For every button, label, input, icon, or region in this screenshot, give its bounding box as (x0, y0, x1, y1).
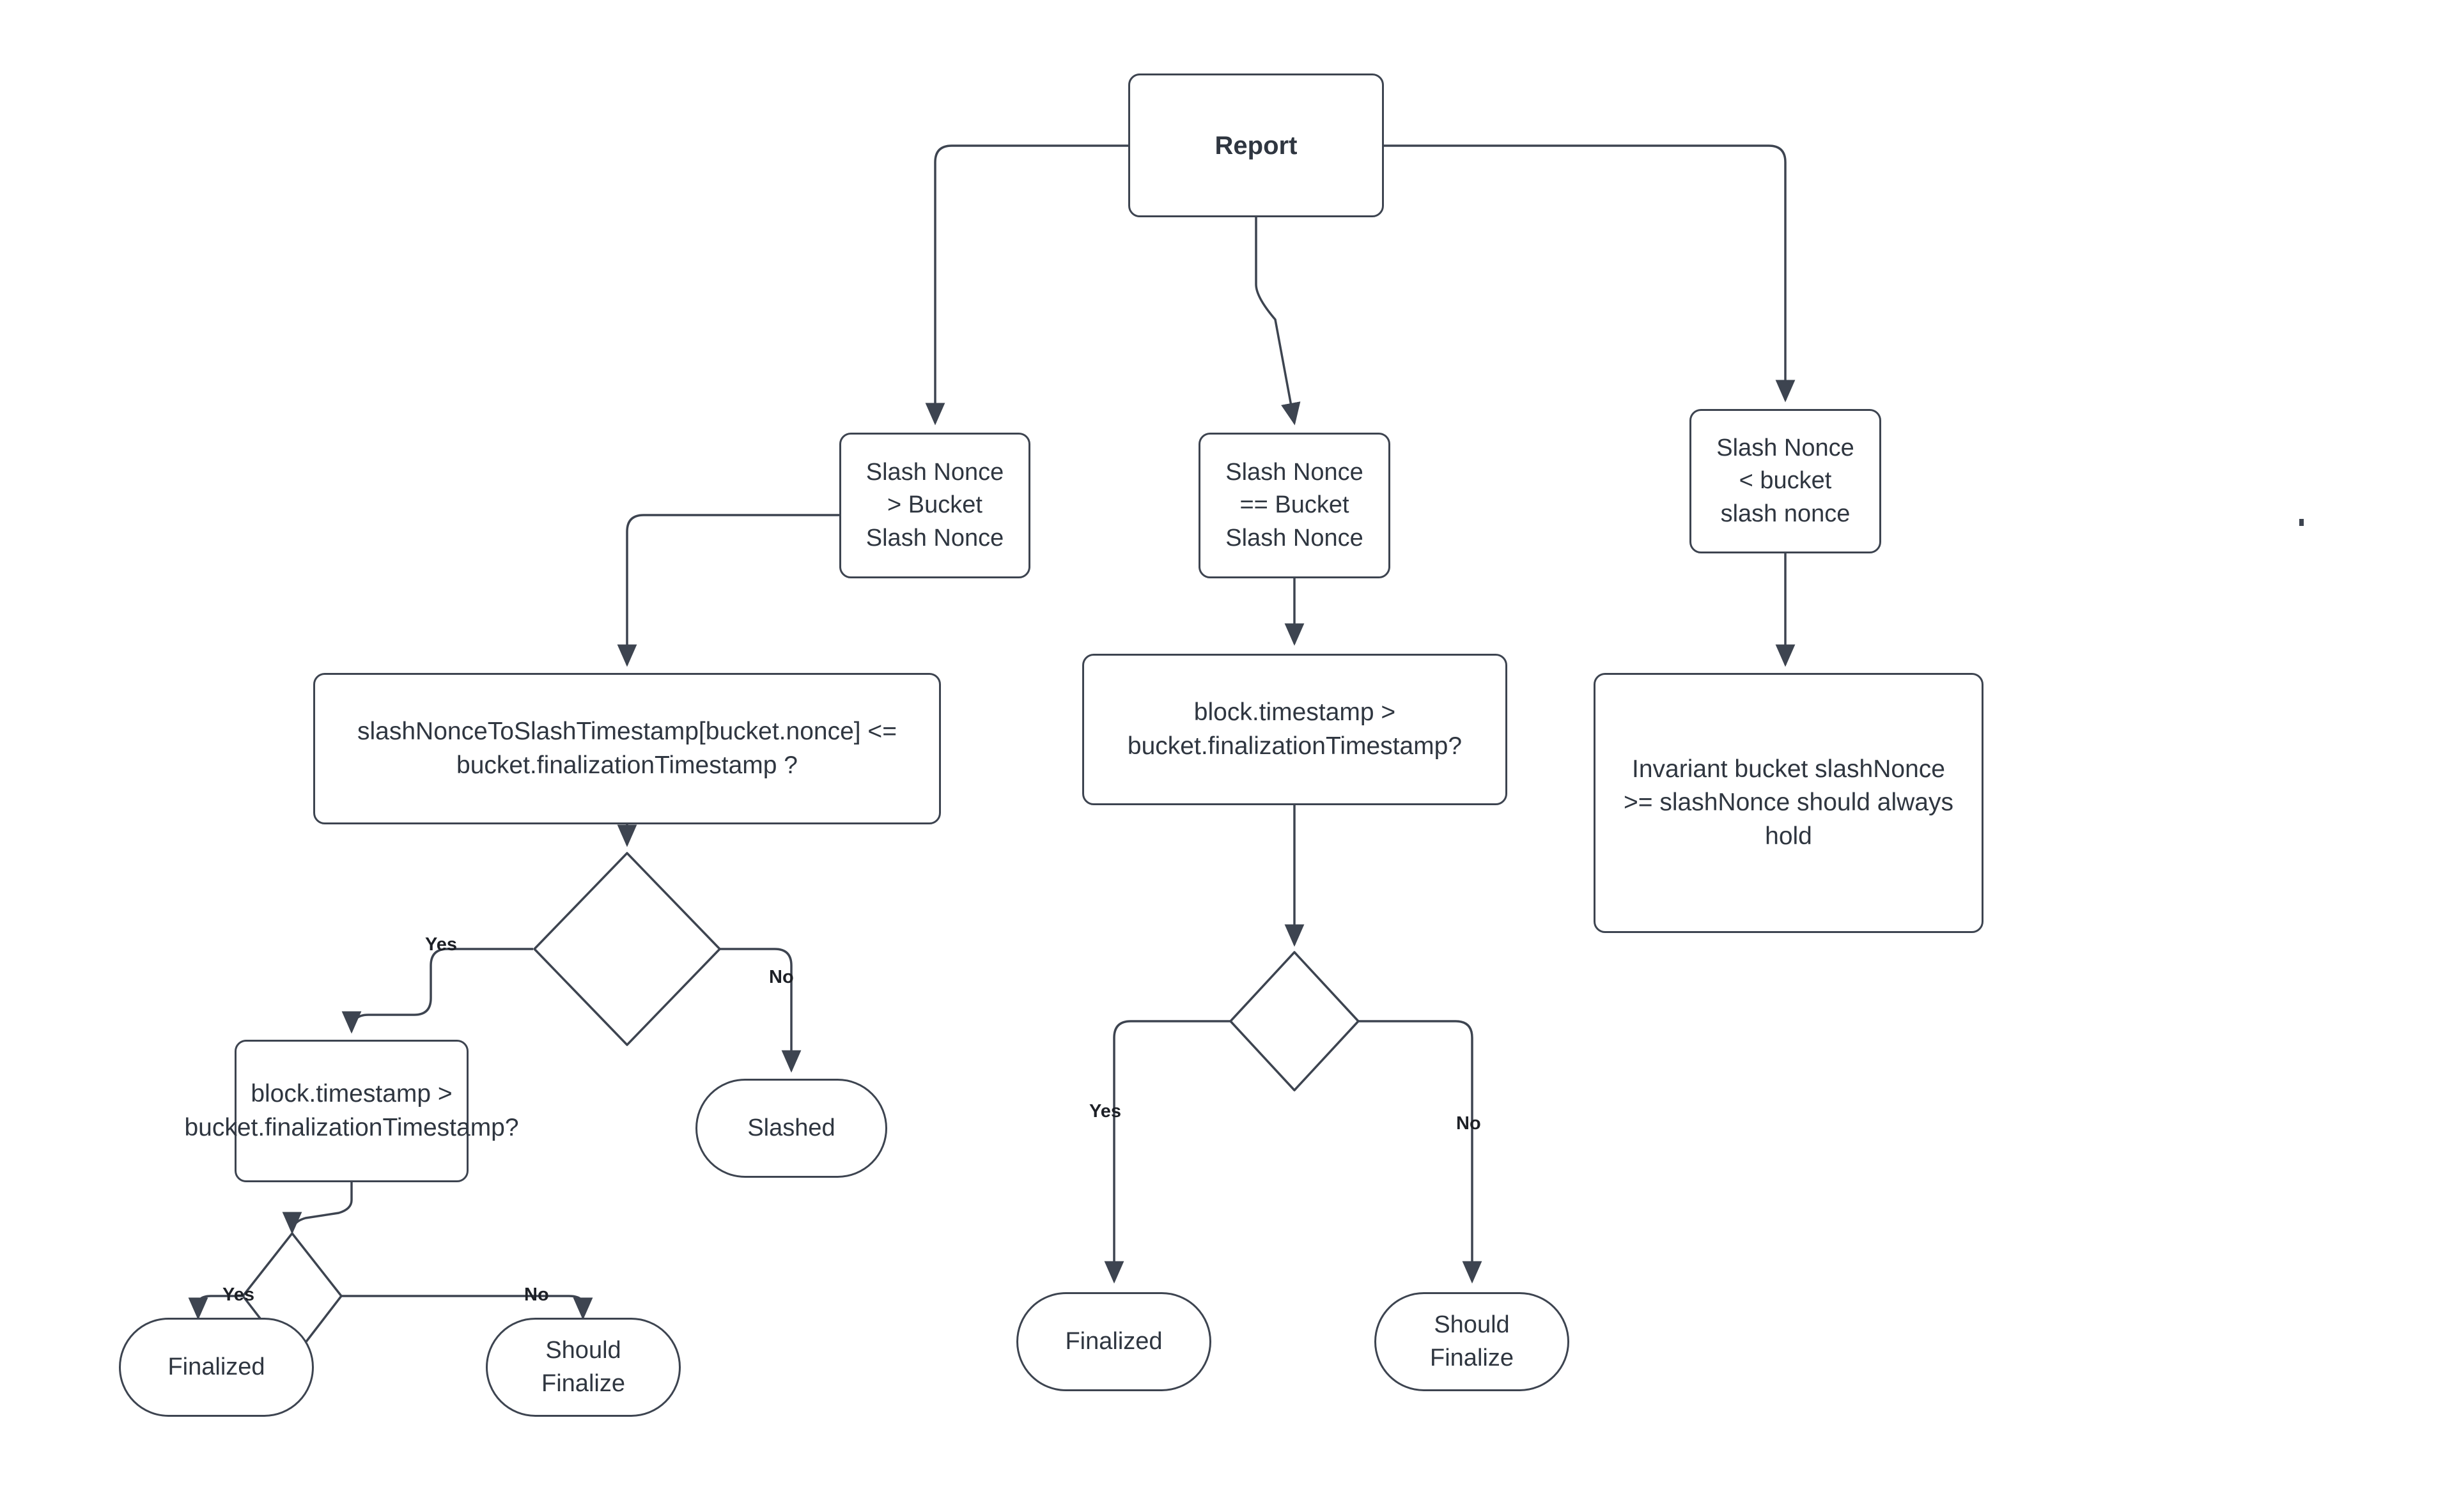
node-finalized-middle-label: Finalized (1065, 1327, 1163, 1355)
node-cond-block-timestamp-middle-label: block.timestamp > bucket.finalizationTim… (1127, 698, 1463, 760)
node-invariant[interactable]: Invariant bucket slashNonce >= slashNonc… (1594, 673, 1983, 933)
node-report-label: Report (1215, 131, 1298, 160)
node-invariant-label: Invariant bucket slashNonce >= slashNonc… (1624, 755, 1953, 850)
node-slash-nonce-equal-label: Slash Nonce == Bucket Slash Nonce (1225, 459, 1363, 552)
edge-report-to-lt (1384, 144, 1796, 403)
node-slash-nonce-equal[interactable]: Slash Nonce == Bucket Slash Nonce (1199, 433, 1390, 578)
edge-label-diamond1-no: No (769, 967, 794, 987)
edge-report-to-eq (1255, 217, 1301, 426)
node-should-finalize-left[interactable]: Should Finalize (486, 1318, 681, 1417)
node-slash-nonce-less-label: Slash Nonce < bucket slash nonce (1716, 435, 1854, 527)
node-cond-block-timestamp-left-label: block.timestamp > bucket.finalizationTim… (184, 1079, 519, 1141)
edge-diamond1-yes-block (341, 948, 533, 1034)
edge-diamond3-yes (1104, 1020, 1230, 1284)
node-slash-nonce-greater-label: Slash Nonce > Bucket Slash Nonce (865, 459, 1004, 552)
edge-label-diamond3-no: No (1456, 1113, 1481, 1134)
edge-label-diamond1-yes: Yes (425, 934, 457, 955)
node-slashed[interactable]: Slashed (695, 1079, 887, 1178)
node-cond-block-timestamp-middle[interactable]: block.timestamp > bucket.finalizationTim… (1082, 654, 1507, 805)
node-should-finalize-middle[interactable]: Should Finalize (1374, 1292, 1569, 1391)
node-cond-block-timestamp-left[interactable]: block.timestamp > bucket.finalizationTim… (184, 1040, 519, 1182)
node-slash-nonce-greater[interactable]: Slash Nonce > Bucket Slash Nonce (839, 433, 1030, 578)
edge-report-to-gt (925, 144, 1128, 426)
node-should-finalize-left-label: Should Finalize (541, 1337, 625, 1397)
node-slash-nonce-less[interactable]: Slash Nonce < bucket slash nonce (1689, 409, 1881, 553)
decision-diamond-3 (1229, 951, 1360, 1092)
node-finalized-middle[interactable]: Finalized (1016, 1292, 1211, 1391)
edge-label-diamond3-yes: Yes (1089, 1101, 1121, 1122)
edge-label-diamond2-yes: Yes (222, 1284, 254, 1305)
decision-diamond-1 (533, 852, 721, 1046)
node-report[interactable]: Report (1128, 73, 1384, 217)
edge-diamond3-no (1358, 1020, 1482, 1284)
edge-label-diamond2-no: No (524, 1284, 549, 1305)
node-slashed-label: Slashed (747, 1114, 835, 1141)
node-finalized-left-label: Finalized (167, 1353, 265, 1380)
node-cond-slash-timestamp-label: slashNonceToSlashTimestamp[bucket.nonce]… (357, 717, 897, 779)
node-finalized-left[interactable]: Finalized (119, 1318, 314, 1417)
node-cond-slash-timestamp[interactable]: slashNonceToSlashTimestamp[bucket.nonce]… (313, 673, 941, 824)
edge-gt-to-cond (617, 514, 839, 667)
canvas-dot-marker (2299, 519, 2304, 526)
node-should-finalize-middle-label: Should Finalize (1430, 1311, 1514, 1371)
edge-block-to-diamond2 (282, 1182, 353, 1235)
